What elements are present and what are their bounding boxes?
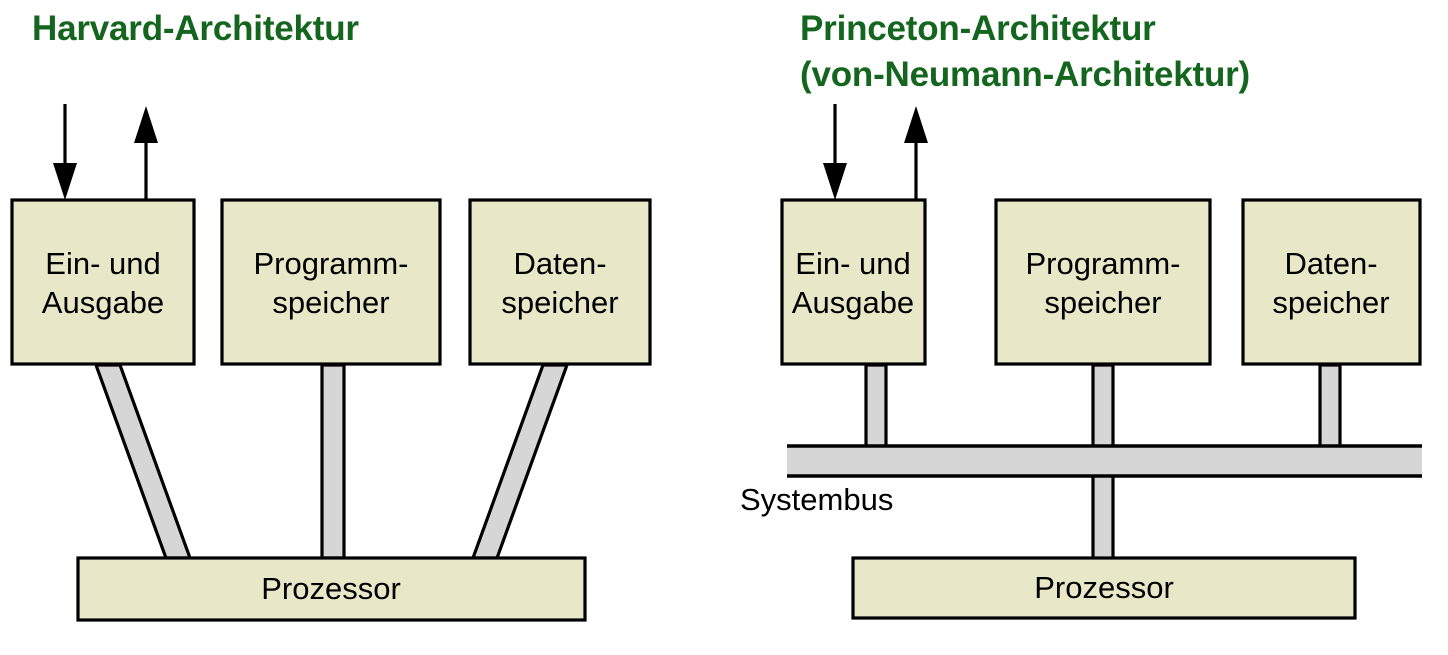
princeton-processor-label: Prozessor: [1034, 570, 1174, 605]
harvard-processor-label: Prozessor: [261, 571, 401, 606]
harvard-title: Harvard-Architektur: [32, 9, 359, 48]
princeton-io-bus-stub: [864, 363, 888, 449]
harvard-box-io-line1: Ein- und: [45, 246, 160, 281]
princeton-data-bus-stub: [1318, 363, 1342, 449]
princeton-box-program-memory-line1: Programm-: [1025, 246, 1180, 281]
harvard-box-data-memory-line2: speicher: [501, 285, 618, 320]
harvard-input-arrow-icon: [53, 104, 77, 200]
harvard-box-data-memory-line1: Daten-: [513, 246, 606, 281]
harvard-output-arrow-icon: [134, 106, 158, 200]
princeton-box-io-line1: Ein- und: [795, 246, 910, 281]
harvard-box-data-memory: Daten- speicher: [468, 198, 652, 366]
princeton-box-processor: Prozessor: [851, 556, 1357, 620]
princeton-output-arrow-icon: [904, 106, 928, 200]
princeton-input-arrow-icon: [823, 104, 847, 200]
princeton-box-program-memory: Programm- speicher: [994, 198, 1212, 366]
harvard-architecture-group: Harvard-Architektur Ein- und Ausgab: [10, 9, 652, 622]
princeton-program-bus-stub: [1091, 363, 1115, 449]
princeton-system-bus: [787, 444, 1422, 478]
harvard-box-program-memory: Programm- speicher: [220, 198, 442, 366]
princeton-title-line2: (von-Neumann-Architektur): [800, 55, 1250, 94]
princeton-box-io-line2: Ausgabe: [792, 285, 914, 320]
harvard-box-program-memory-line1: Programm-: [253, 246, 408, 281]
harvard-data-bus-connector: [470, 363, 570, 560]
princeton-processor-bus-stub: [1091, 472, 1115, 562]
princeton-box-data-memory-line1: Daten-: [1284, 246, 1377, 281]
harvard-program-bus-connector: [320, 363, 346, 560]
princeton-box-io: Ein- und Ausgabe: [780, 198, 927, 366]
harvard-io-bus-connector: [93, 363, 193, 560]
harvard-box-processor: Prozessor: [76, 556, 587, 622]
harvard-box-io: Ein- und Ausgabe: [10, 198, 196, 366]
princeton-box-program-memory-line2: speicher: [1044, 285, 1161, 320]
harvard-box-io-line2: Ausgabe: [42, 285, 164, 320]
princeton-title-line1: Princeton-Architektur: [800, 9, 1156, 48]
harvard-box-program-memory-line2: speicher: [272, 285, 389, 320]
princeton-box-data-memory: Daten- speicher: [1241, 198, 1422, 366]
princeton-system-bus-label: Systembus: [740, 482, 893, 517]
princeton-box-data-memory-line2: speicher: [1272, 285, 1389, 320]
princeton-architecture-group: Princeton-Architektur (von-Neumann-Archi…: [740, 9, 1422, 620]
